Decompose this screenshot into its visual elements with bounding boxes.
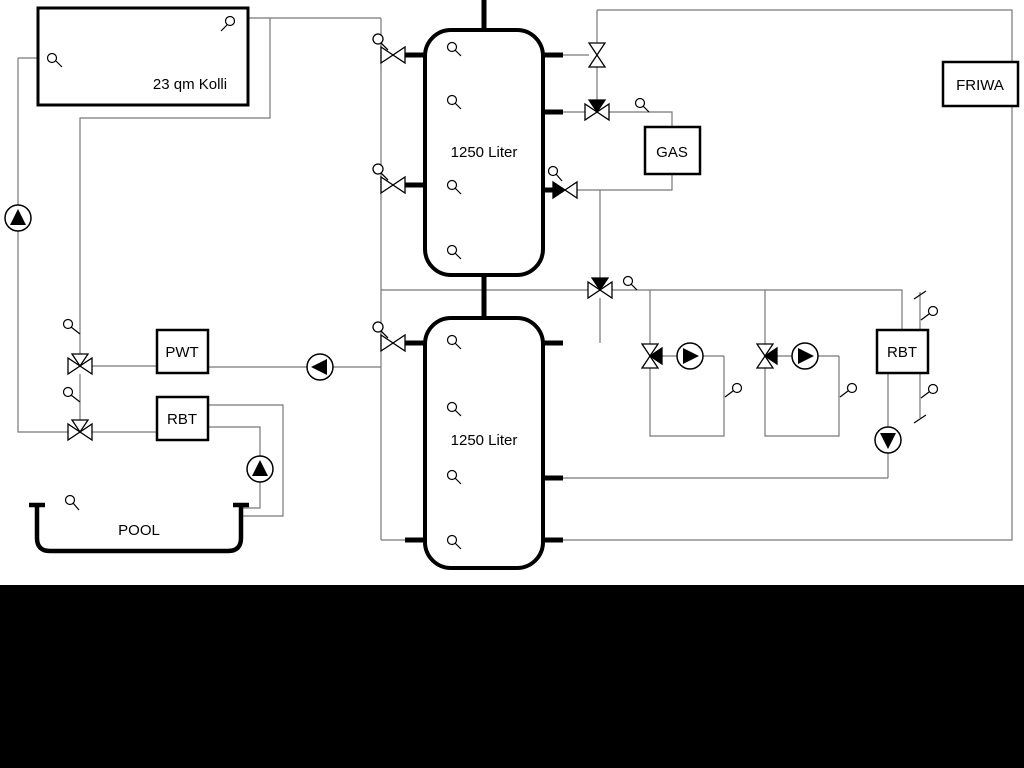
letterbox-bar <box>0 585 1024 768</box>
temperature-sensor-icon <box>62 318 81 335</box>
temperature-sensor-icon <box>622 275 638 291</box>
temperature-sensor-icon <box>446 94 462 110</box>
temperature-sensor-icon <box>46 52 63 68</box>
three-way-valve-icon <box>67 353 93 376</box>
valve-icon <box>587 42 607 68</box>
tank2-label: 1250 Liter <box>451 432 518 449</box>
pipe-continuation-slashes <box>913 290 927 424</box>
pwt-heat-exchanger-box: PWT <box>155 328 210 375</box>
temperature-sensor-icon <box>62 386 81 403</box>
check-valve-icon <box>552 180 578 200</box>
pump-icon <box>791 342 819 370</box>
three-way-valve-icon <box>640 343 663 369</box>
temperature-sensor-icon <box>446 534 462 550</box>
pump-icon <box>246 455 274 483</box>
pump-icon <box>676 342 704 370</box>
temperature-sensor-icon <box>446 41 462 57</box>
pump-icon <box>874 426 902 454</box>
temperature-sensor-icon <box>920 305 939 321</box>
pump-icon <box>4 204 32 232</box>
temperature-sensor-icon <box>634 97 650 113</box>
friwa-station-box: FRIWA <box>941 60 1020 108</box>
buffer-tank-1: 1250 Liter <box>423 28 545 277</box>
temperature-sensor-icon <box>446 179 462 195</box>
rbt-left-heat-exchanger-box: RBT <box>155 395 210 442</box>
gas-label: GAS <box>656 144 688 161</box>
motor-valve-icon <box>372 321 406 353</box>
three-way-valve-icon <box>587 277 613 300</box>
pwt-label: PWT <box>165 344 198 361</box>
tank1-label: 1250 Liter <box>451 144 518 161</box>
temperature-sensor-icon <box>446 401 462 417</box>
pump-icon <box>306 353 334 381</box>
motor-valve-icon <box>372 163 406 195</box>
motor-valve-icon <box>372 33 406 65</box>
gas-boiler-box: GAS <box>643 125 702 176</box>
temperature-sensor-icon <box>839 382 858 398</box>
temperature-sensor-icon <box>446 469 462 485</box>
pool-basin: POOL <box>29 502 249 554</box>
pipe-network-thick <box>405 0 563 543</box>
friwa-label: FRIWA <box>956 77 1004 94</box>
temperature-sensor-icon <box>547 165 563 182</box>
three-way-valve-icon <box>67 419 93 442</box>
pipe-thick <box>405 0 563 543</box>
temperature-sensor-icon <box>446 334 462 350</box>
temperature-sensor-icon <box>920 383 939 399</box>
temperature-sensor-icon <box>724 382 743 398</box>
buffer-tank-2: 1250 Liter <box>423 316 545 570</box>
temperature-sensor-icon <box>220 15 236 32</box>
temperature-sensor-icon <box>64 494 80 511</box>
rbt-left-label: RBT <box>167 411 197 428</box>
solar-collector-box: 23 qm Kolli <box>36 6 250 107</box>
three-way-valve-icon <box>584 99 610 122</box>
three-way-valve-icon <box>755 343 778 369</box>
rbt-right-label: RBT <box>887 344 917 361</box>
pool-label: POOL <box>118 522 160 539</box>
pipe-thin <box>17 9 1013 541</box>
pipe-network <box>17 9 1013 541</box>
temperature-sensor-icon <box>446 244 462 260</box>
rbt-right-heat-exchanger-box: RBT <box>875 328 930 375</box>
collector-label: 23 qm Kolli <box>153 76 227 93</box>
